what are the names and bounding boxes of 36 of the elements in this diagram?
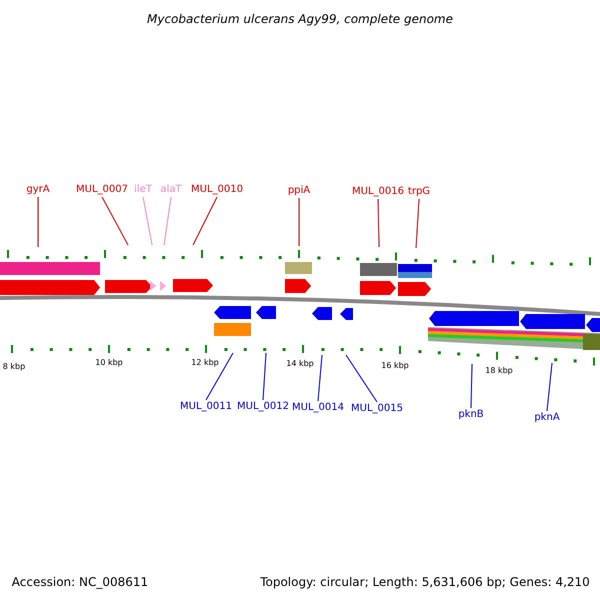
leader-line bbox=[142, 196, 152, 246]
leader-line bbox=[102, 196, 128, 246]
footer-text: Topology: circular; Length: 5,631,606 bp; Genes: 4,210 bbox=[260, 575, 590, 589]
scale-label: 12 kbp bbox=[191, 358, 219, 368]
gene-label: pknB bbox=[458, 409, 484, 421]
gene-label: MUL_0007 bbox=[76, 184, 128, 196]
leader-line bbox=[416, 198, 420, 248]
leader-line bbox=[298, 198, 300, 246]
gene-label: gyrA bbox=[26, 184, 50, 196]
title: Mycobacterium ulcerans Agy99, complete genome bbox=[146, 12, 454, 26]
gene-label: ileT bbox=[134, 184, 152, 196]
scale-label: 14 kbp bbox=[286, 359, 314, 369]
leader-line bbox=[192, 196, 218, 246]
leader-line bbox=[378, 198, 380, 248]
gene-label: MUL_0014 bbox=[292, 402, 344, 414]
gene-label: MUL_0010 bbox=[191, 184, 243, 196]
leader-line bbox=[346, 354, 378, 402]
gene-label: MUL_0015 bbox=[351, 403, 403, 415]
gene-label: MUL_0016 bbox=[352, 186, 404, 198]
leader-line bbox=[164, 196, 172, 246]
gene-label: ppiA bbox=[288, 185, 310, 197]
gene-label: MUL_0011 bbox=[180, 401, 232, 413]
gene-label: trpG bbox=[408, 186, 430, 198]
scale-label: 10 kbp bbox=[95, 358, 123, 368]
scale-label: 16 kbp bbox=[381, 361, 409, 371]
gene-label: MUL_0012 bbox=[237, 401, 289, 413]
scale-label: 18 kbp bbox=[485, 366, 513, 376]
gene-label: alaT bbox=[160, 184, 182, 196]
scale-label: 8 kbp bbox=[2, 362, 26, 372]
leader-line bbox=[262, 352, 266, 400]
footer-text: Accession: NC_008611 bbox=[12, 575, 148, 589]
leader-line bbox=[318, 354, 322, 402]
leader-line bbox=[546, 362, 552, 412]
leader-line bbox=[206, 352, 234, 400]
gene-label: pknA bbox=[534, 412, 560, 424]
leader-line bbox=[470, 364, 472, 408]
